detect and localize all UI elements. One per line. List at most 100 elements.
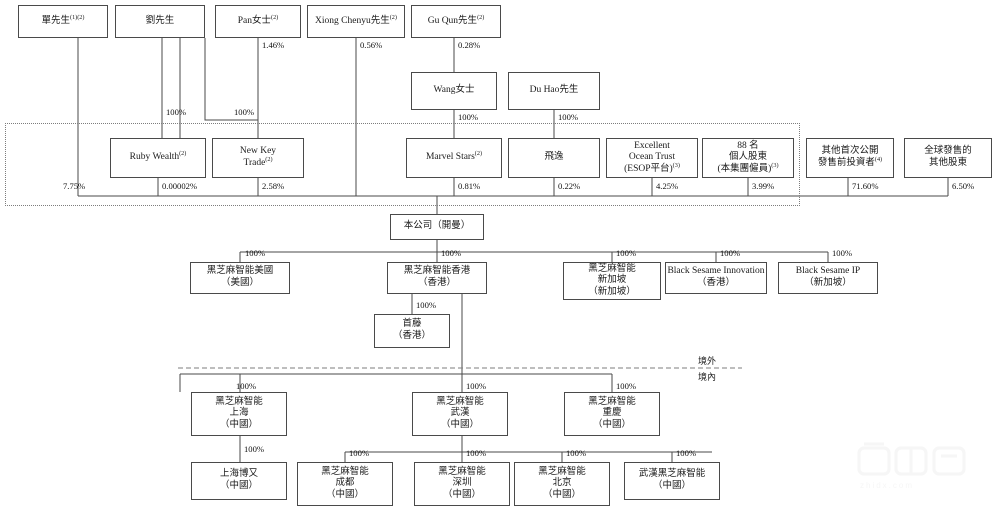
pct-wuhan-to-beijing: 100%: [566, 448, 587, 458]
node-pan-sup: (2): [271, 13, 279, 21]
node-xiong-sup: (2): [389, 13, 397, 21]
node-bsi-chongqing-line3: （中國）: [592, 419, 631, 430]
node-bsi-sg-line2: 新加坡: [597, 275, 627, 286]
node-duhao[interactable]: Du Hao先生: [508, 72, 600, 110]
node-bsi-hk[interactable]: 黑芝麻智能香港 （香港）: [387, 262, 487, 294]
node-bs-ip-line1: Black Sesame IP: [795, 266, 861, 277]
node-bsi-shenzhen-line2: 深圳: [452, 478, 472, 489]
node-other-preipo-investors[interactable]: 其他首次公開 發售前投資者(4): [806, 138, 894, 178]
node-bsi-wuhan[interactable]: 黑芝麻智能 武漢 （中國）: [412, 392, 508, 436]
node-individuals-sup: (3): [771, 161, 779, 169]
node-the-company[interactable]: 本公司（開曼）: [390, 214, 484, 240]
node-guqun[interactable]: Gu Qun先生(2): [411, 5, 501, 38]
node-marvel-stars[interactable]: Marvel Stars(2): [406, 138, 502, 178]
pct-globalother: 6.50%: [952, 181, 975, 191]
node-bs-ip-line2: （新加坡）: [804, 278, 852, 288]
pct-guqun-to-company: 0.28%: [458, 40, 481, 50]
node-shan[interactable]: 單先生(1)(2): [18, 5, 108, 38]
node-bsi-chongqing[interactable]: 黑芝麻智能 重慶 （中國）: [564, 392, 660, 436]
node-preipo-line2: 發售前投資者: [817, 158, 875, 168]
node-esop-line2: Ocean Trust: [628, 152, 676, 163]
node-wang-label: Wang女士: [433, 85, 475, 96]
node-guqun-sup: (2): [477, 13, 485, 21]
node-wuhan-bsi-line2: （中國）: [652, 481, 691, 491]
node-globalother-line1: 全球發售的: [924, 146, 972, 157]
node-bsi-shenzhen-line3: （中國）: [442, 489, 481, 500]
node-bsi-chengdu[interactable]: 黑芝麻智能 成都 （中國）: [297, 462, 393, 506]
pct-shan-to-ruby: 100%: [166, 107, 187, 117]
node-bs-innovation-line1: Black Sesame Innovation: [667, 266, 765, 277]
pct-company-to-innovation: 100%: [720, 248, 741, 258]
node-shanghai-boyou[interactable]: 上海博又 （中國）: [191, 462, 287, 500]
node-bsi-singapore[interactable]: 黑芝麻智能 新加坡 （新加坡）: [563, 262, 661, 300]
pct-xiong-to-company: 0.56%: [360, 40, 383, 50]
node-shouteng-line2: （香港）: [392, 331, 431, 341]
node-bsi-shenzhen-line1: 黑芝麻智能: [438, 466, 486, 477]
pct-company-to-sg: 100%: [616, 248, 637, 258]
node-xiong-label: Xiong Chenyu先生: [315, 15, 390, 26]
node-globalother-line2: 其他股東: [928, 158, 967, 168]
node-excellent-ocean-trust[interactable]: Excellent Ocean Trust (ESOP平台)(3): [606, 138, 698, 178]
node-bsi-shenzhen[interactable]: 黑芝麻智能 深圳 （中國）: [414, 462, 510, 506]
node-pan[interactable]: Pan女士(2): [215, 5, 301, 38]
pct-individuals: 3.99%: [752, 181, 775, 191]
node-liu[interactable]: 劉先生: [115, 5, 205, 38]
node-individuals-line1: 88 名: [737, 140, 759, 151]
pct-liu-to-newkey: 100%: [234, 107, 255, 117]
node-bsi-beijing-line3: （中國）: [542, 489, 581, 500]
node-shan-sup: (1)(2): [70, 13, 85, 21]
watermark-url: zhidx.com: [860, 481, 914, 490]
node-bsi-shanghai[interactable]: 黑芝麻智能 上海 （中國）: [191, 392, 287, 436]
node-bsi-wuhan-line2: 武漢: [450, 408, 470, 419]
node-feitong-label: 飛逸: [544, 152, 564, 163]
node-bsi-chongqing-line2: 重慶: [602, 408, 622, 419]
node-bsi-us[interactable]: 黑芝麻智能美國 （美國）: [190, 262, 290, 294]
pct-wuhan-to-wuhanbsi: 100%: [676, 448, 697, 458]
node-marvel-label: Marvel Stars: [425, 152, 475, 163]
pct-hk-to-wuhan: 100%: [466, 381, 487, 391]
pct-shanghai-to-boyou: 100%: [244, 444, 265, 454]
node-bsi-beijing[interactable]: 黑芝麻智能 北京 （中國）: [514, 462, 610, 506]
node-feitong[interactable]: 飛逸: [508, 138, 600, 178]
node-88-individual-shareholders[interactable]: 88 名 個人股東 (本集團僱員)(3): [702, 138, 794, 178]
node-liu-label: 劉先生: [145, 15, 175, 26]
pct-wang-to-marvel: 100%: [458, 112, 479, 122]
node-xiong[interactable]: Xiong Chenyu先生(2): [307, 5, 405, 38]
node-bsi-shanghai-line2: 上海: [229, 408, 249, 419]
watermark-logo: zhidx.com: [857, 442, 966, 490]
node-bsi-shanghai-line3: （中國）: [219, 419, 258, 430]
pct-shan-direct: 7.75%: [63, 181, 86, 191]
node-bsi-chengdu-line3: （中國）: [325, 489, 364, 500]
pct-hk-to-shouteng: 100%: [416, 300, 437, 310]
node-shouteng-line1: 首藤: [402, 319, 422, 330]
node-bsi-shanghai-line1: 黑芝麻智能: [215, 396, 263, 407]
node-bsi-chengdu-line2: 成都: [335, 478, 355, 489]
node-black-sesame-ip[interactable]: Black Sesame IP （新加坡）: [778, 262, 878, 294]
pct-duhao-to-feitong: 100%: [558, 112, 579, 122]
node-individuals-line3: (本集團僱員): [717, 163, 772, 174]
node-ruby-label: Ruby Wealth: [129, 152, 180, 163]
node-bsi-chongqing-line1: 黑芝麻智能: [588, 396, 636, 407]
node-bs-innovation-line2: （香港）: [696, 278, 735, 288]
node-ruby-sup: (2): [179, 150, 187, 158]
pct-hk-to-shanghai: 100%: [236, 381, 257, 391]
node-wuhan-bsi[interactable]: 武漢黑芝麻智能 （中國）: [624, 462, 720, 500]
pct-hk-to-chongqing: 100%: [616, 381, 637, 391]
node-wang[interactable]: Wang女士: [411, 72, 497, 110]
node-global-offering-other-shareholders[interactable]: 全球發售的 其他股東: [904, 138, 992, 178]
pct-wuhan-to-shenzhen: 100%: [466, 448, 487, 458]
node-duhao-label: Du Hao先生: [529, 85, 579, 96]
node-individuals-line2: 個人股東: [728, 152, 767, 163]
offshore-label: 境外: [698, 356, 717, 366]
pct-pan-to-company: 1.46%: [262, 40, 285, 50]
node-shouteng-hk[interactable]: 首藤 （香港）: [374, 314, 450, 348]
node-black-sesame-innovation[interactable]: Black Sesame Innovation （香港）: [665, 262, 767, 294]
pct-newkey: 2.58%: [262, 181, 285, 191]
node-esop-sup: (3): [672, 161, 680, 169]
node-bsi-beijing-line2: 北京: [552, 478, 572, 489]
node-wuhan-bsi-line1: 武漢黑芝麻智能: [638, 469, 706, 480]
node-bsi-hk-line2: （香港）: [417, 278, 456, 288]
node-esop-line3: (ESOP平台): [624, 163, 673, 174]
node-new-key-trade[interactable]: New Key Trade(2): [212, 138, 304, 178]
node-ruby-wealth[interactable]: Ruby Wealth(2): [110, 138, 206, 178]
